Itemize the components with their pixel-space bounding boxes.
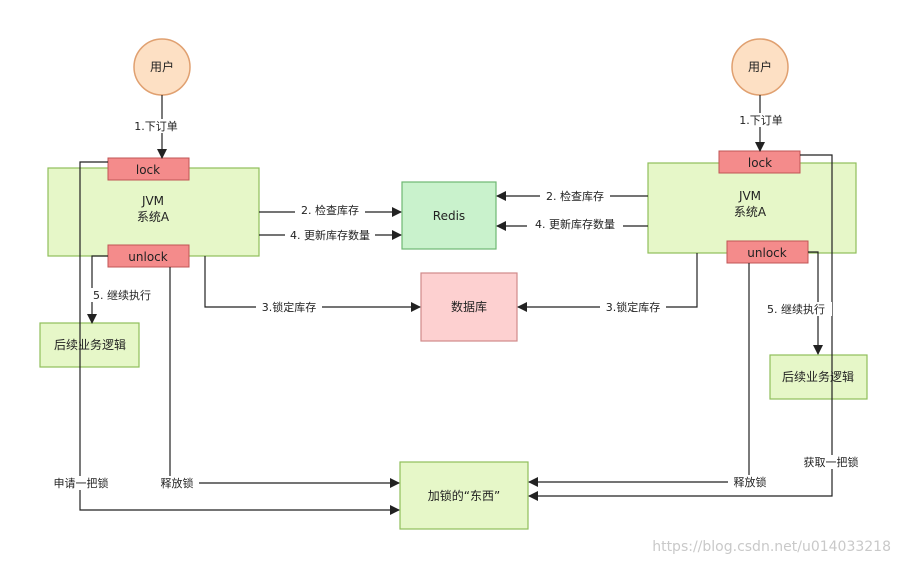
jvm-left-title: JVM <box>141 194 164 208</box>
jvm-right-sub: 系统A <box>734 205 767 219</box>
label-check-left: 2. 检查库存 <box>301 203 359 217</box>
user-left-node: 用户 <box>133 38 191 96</box>
edge-apply-lock <box>79 161 400 515</box>
database-label: 数据库 <box>451 299 487 314</box>
jvm-left-node: JVM 系统A <box>47 167 260 257</box>
jvm-right-title: JVM <box>738 189 761 203</box>
label-update-left: 4. 更新库存数量 <box>290 228 370 242</box>
unlock-right-node: unlock <box>726 240 809 264</box>
unlock-left-label: unlock <box>128 250 167 264</box>
edge-lockstock-left <box>204 256 421 312</box>
label-update-right: 4. 更新库存数量 <box>535 217 615 231</box>
unlock-right-label: unlock <box>747 246 786 260</box>
label-order-right: 1.下订单 <box>739 114 783 127</box>
user-right-label: 用户 <box>748 59 772 74</box>
edge-continue-right <box>808 251 823 355</box>
label-acquire-lock: 获取一把锁 <box>804 455 859 469</box>
unlock-left-node: unlock <box>107 244 190 268</box>
logic-right-node: 后续业务逻辑 <box>769 354 868 400</box>
lock-thing-label: 加锁的“东西” <box>428 488 500 503</box>
label-apply-lock: 申请一把锁 <box>54 476 109 490</box>
redis-label: Redis <box>433 209 465 223</box>
label-release-right: 释放锁 <box>734 475 767 489</box>
edge-acquire-lock <box>528 154 833 501</box>
label-lockstock-left: 3.锁定库存 <box>262 300 317 314</box>
lock-left-label: lock <box>136 163 160 177</box>
jvm-right-node: JVM 系统A <box>647 162 857 254</box>
edge-release-left <box>169 267 400 488</box>
lock-right-node: lock <box>718 150 801 174</box>
edge-lockstock-right <box>517 253 698 312</box>
label-lockstock-right: 3.锁定库存 <box>606 300 661 314</box>
lock-right-label: lock <box>748 156 772 170</box>
label-continue-right: 5. 继续执行 <box>767 302 825 316</box>
label-order-left: 1.下订单 <box>134 120 178 133</box>
edge-release-right <box>528 263 750 487</box>
label-release-left: 释放锁 <box>161 476 194 490</box>
lock-left-node: lock <box>107 157 190 181</box>
logic-left-label: 后续业务逻辑 <box>54 337 126 352</box>
label-check-right: 2. 检查库存 <box>546 189 604 203</box>
database-node: 数据库 <box>420 272 518 342</box>
user-right-node: 用户 <box>731 38 789 96</box>
lock-thing-node: 加锁的“东西” <box>399 461 529 530</box>
watermark: https://blog.csdn.net/u014033218 <box>652 539 891 555</box>
logic-left-node: 后续业务逻辑 <box>39 322 140 368</box>
logic-right-label: 后续业务逻辑 <box>782 369 854 384</box>
user-left-label: 用户 <box>150 59 174 74</box>
label-continue-left: 5. 继续执行 <box>93 288 151 302</box>
jvm-left-sub: 系统A <box>137 210 170 224</box>
redis-node: Redis <box>401 181 497 250</box>
